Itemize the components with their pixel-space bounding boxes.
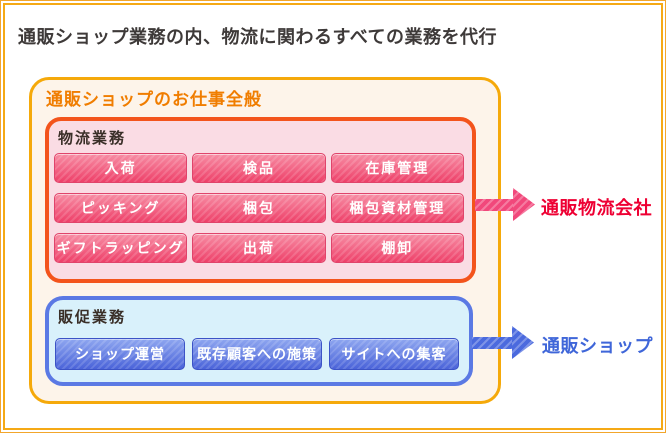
promotion-group-label: 販促業務 bbox=[58, 309, 127, 326]
promotion-task: サイトへの集客 bbox=[329, 338, 459, 370]
promotion-arrow-shaft bbox=[472, 337, 514, 349]
promotion-arrow-icon bbox=[472, 326, 534, 359]
logistics-arrow-target-label: 通販物流会社 bbox=[541, 198, 652, 218]
logistics-arrow-shaft bbox=[475, 199, 515, 211]
logistics-task: ギフトラッピング bbox=[54, 233, 188, 263]
logistics-task: 入荷 bbox=[54, 153, 188, 183]
promotion-task-row: ショップ運営 既存顧客への施策 サイトへの集客 bbox=[55, 338, 459, 370]
logistics-task: 棚卸 bbox=[330, 233, 464, 263]
promotion-task: ショップ運営 bbox=[55, 338, 185, 370]
logistics-group-label: 物流業務 bbox=[58, 130, 127, 147]
promotion-arrow-target-label: 通販ショップ bbox=[542, 336, 653, 356]
logistics-task: 梱包資材管理 bbox=[330, 193, 464, 223]
logistics-task: 検品 bbox=[192, 153, 326, 183]
logistics-arrow-head bbox=[513, 188, 535, 221]
logistics-arrow-icon bbox=[475, 188, 535, 221]
logistics-task: 梱包 bbox=[192, 193, 326, 223]
logistics-task-grid: 入荷 検品 在庫管理 ピッキング 梱包 梱包資材管理 ギフトラッピング 出荷 棚… bbox=[54, 153, 464, 263]
promotion-arrow-head bbox=[512, 326, 534, 359]
page-title: 通販ショップ業務の内、物流に関わるすべての業務を代行 bbox=[18, 27, 498, 47]
shop-work-container-label: 通販ショップのお仕事全般 bbox=[46, 90, 262, 109]
logistics-task: 出荷 bbox=[192, 233, 326, 263]
logistics-task: ピッキング bbox=[54, 193, 188, 223]
logistics-task: 在庫管理 bbox=[330, 153, 464, 183]
promotion-task: 既存顧客への施策 bbox=[192, 338, 322, 370]
